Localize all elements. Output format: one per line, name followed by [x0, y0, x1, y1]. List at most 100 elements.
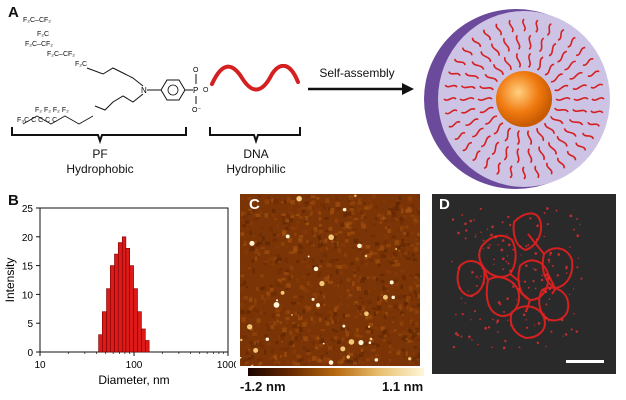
- corona-strand: [587, 121, 600, 127]
- svg-text:O⁻: O⁻: [192, 107, 201, 114]
- dna-sublabel: Hydrophilic: [226, 162, 286, 176]
- svg-text:F₂C: F₂C: [37, 31, 49, 38]
- corona-strand: [495, 23, 502, 36]
- afm-particle: [364, 311, 369, 317]
- afm-particle: [346, 355, 350, 359]
- phosphorus-atom: P: [193, 86, 198, 95]
- histogram-bar: [141, 328, 146, 353]
- corona-strand: [516, 130, 521, 146]
- histogram-bar: [125, 248, 130, 353]
- histogram-bar: [133, 288, 138, 353]
- corona-strand: [582, 132, 595, 140]
- histogram-bar: [101, 311, 107, 353]
- svg-text:F₂C–CF₂: F₂C–CF₂: [25, 41, 53, 48]
- histogram-bar: [114, 253, 119, 353]
- self-assembly-label: Self-assembly: [319, 66, 395, 80]
- afm-particle: [319, 280, 325, 287]
- corona-strand: [479, 85, 494, 91]
- corona-strand: [582, 58, 594, 66]
- afm-particle: [389, 280, 394, 285]
- corona-strand: [477, 97, 493, 101]
- corona-strand: [534, 165, 540, 179]
- corona-strand: [566, 151, 577, 161]
- afm-particle: [316, 303, 320, 308]
- histogram-bar: [129, 265, 134, 353]
- corona-strand: [527, 148, 533, 164]
- afm-particle: [276, 299, 279, 302]
- corona-strand: [508, 19, 514, 33]
- histogram-bar: [117, 242, 123, 353]
- corona-strand: [472, 150, 481, 162]
- bottom-alkyl-chain: [94, 93, 144, 111]
- corona-strand: [535, 19, 539, 33]
- corona-strand: [527, 130, 533, 145]
- corona-strand: [555, 97, 571, 101]
- corona-strand: [480, 51, 492, 62]
- corona-strand: [462, 141, 472, 152]
- corona-strand: [557, 157, 565, 169]
- afm-particle: [307, 255, 310, 258]
- panel-label-b: B: [8, 192, 19, 209]
- corona-strand: [460, 85, 476, 90]
- corona-strand: [538, 37, 545, 53]
- histogram-bar: [121, 236, 127, 353]
- corona-strand: [575, 142, 587, 151]
- corona-strand: [550, 115, 564, 125]
- corona-strand: [544, 63, 555, 76]
- corona-strand: [483, 29, 491, 41]
- corona-strand: [493, 122, 504, 135]
- corona-strand: [448, 71, 461, 77]
- y-tick-label: 0: [27, 348, 33, 359]
- corona-strand: [567, 36, 576, 48]
- corona-strand: [522, 18, 526, 32]
- dna-strand: [210, 64, 300, 92]
- scale-bar: [566, 360, 604, 363]
- pf-label: PF: [92, 147, 108, 161]
- corona-strand: [587, 70, 600, 77]
- corona-strand: [591, 97, 605, 101]
- corona-strand: [509, 165, 513, 179]
- corona-strand: [491, 141, 500, 156]
- corona-strand: [573, 97, 589, 101]
- corona-strand: [493, 64, 504, 75]
- corona-strand: [576, 46, 586, 57]
- x-tick-label: 100: [126, 360, 143, 371]
- corona-strand: [464, 72, 480, 80]
- corona-strand: [479, 106, 494, 114]
- y-tick-label: 20: [22, 233, 34, 244]
- histogram-bar: [137, 311, 142, 353]
- afm-particle: [246, 324, 253, 330]
- afm-particle: [391, 295, 395, 300]
- stained-cells: [456, 212, 574, 339]
- corona-strand: [557, 50, 568, 63]
- corona-strand: [528, 34, 532, 50]
- afm-image: [240, 194, 420, 366]
- corona-strand: [448, 121, 461, 128]
- corona-strand: [454, 132, 466, 140]
- corona-strand: [515, 34, 521, 50]
- afm-particle: [342, 207, 347, 212]
- corona-strand: [544, 123, 555, 134]
- afm-particle: [291, 314, 293, 316]
- micelle-core: [496, 71, 552, 127]
- y-tick-label: 10: [22, 290, 34, 301]
- panel-label-a: A: [8, 4, 19, 21]
- afm-colorbar: [248, 368, 424, 376]
- corona-strand: [536, 56, 544, 71]
- afm-particle: [311, 297, 315, 301]
- corona-strand: [548, 42, 557, 57]
- corona-strand: [556, 136, 568, 147]
- afm-particle: [408, 357, 412, 361]
- corona-strand: [459, 97, 475, 101]
- corona-strand: [444, 84, 458, 88]
- afm-particle: [280, 290, 285, 295]
- nitrogen-atom: N: [141, 86, 147, 95]
- corona-strand: [590, 83, 604, 89]
- x-tick-label: 1000: [217, 360, 236, 371]
- corona-strand: [443, 97, 457, 101]
- afm-particle: [374, 358, 379, 362]
- afm-particle: [358, 339, 364, 346]
- afm-particle: [340, 346, 346, 352]
- svg-text:F₃C C C C C: F₃C C C C C: [17, 117, 57, 124]
